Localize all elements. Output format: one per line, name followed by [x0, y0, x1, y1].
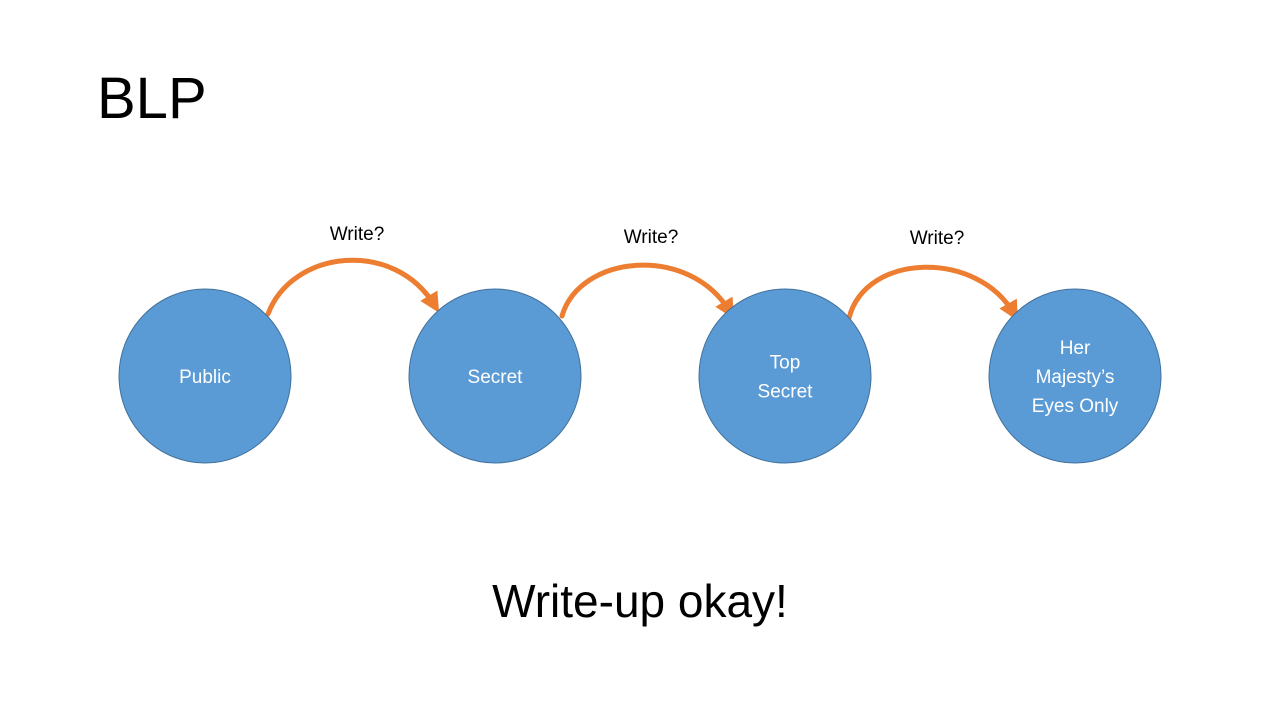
caption: Write-up okay!: [492, 575, 788, 627]
edge-label-secret-to-top-secret: Write?: [624, 227, 679, 248]
node-public: Public: [118, 288, 292, 464]
node-label: Top: [770, 353, 801, 374]
node-circle: [118, 288, 292, 464]
node-label: Public: [179, 367, 231, 388]
node-circle: [988, 288, 1162, 464]
node-label: Secret: [758, 382, 814, 403]
page-title: BLP: [97, 66, 207, 131]
arrow-top-secret-to-her-majestys-eyes-only: [846, 264, 1018, 321]
node-label: Majesty’s: [1036, 367, 1115, 388]
node-label: Her: [1060, 338, 1091, 359]
arrow-secret-to-top-secret: [559, 262, 735, 319]
arrow-public-to-secret: [265, 257, 440, 317]
node-label: Secret: [468, 367, 524, 388]
edge-label-public-to-secret: Write?: [330, 224, 385, 245]
node-secret: Secret: [408, 288, 582, 464]
node-circle: [408, 288, 582, 464]
edge-label-top-secret-to-her-majestys-eyes-only: Write?: [910, 228, 965, 249]
node-label: Eyes Only: [1032, 396, 1119, 417]
node-circle: [698, 288, 872, 464]
